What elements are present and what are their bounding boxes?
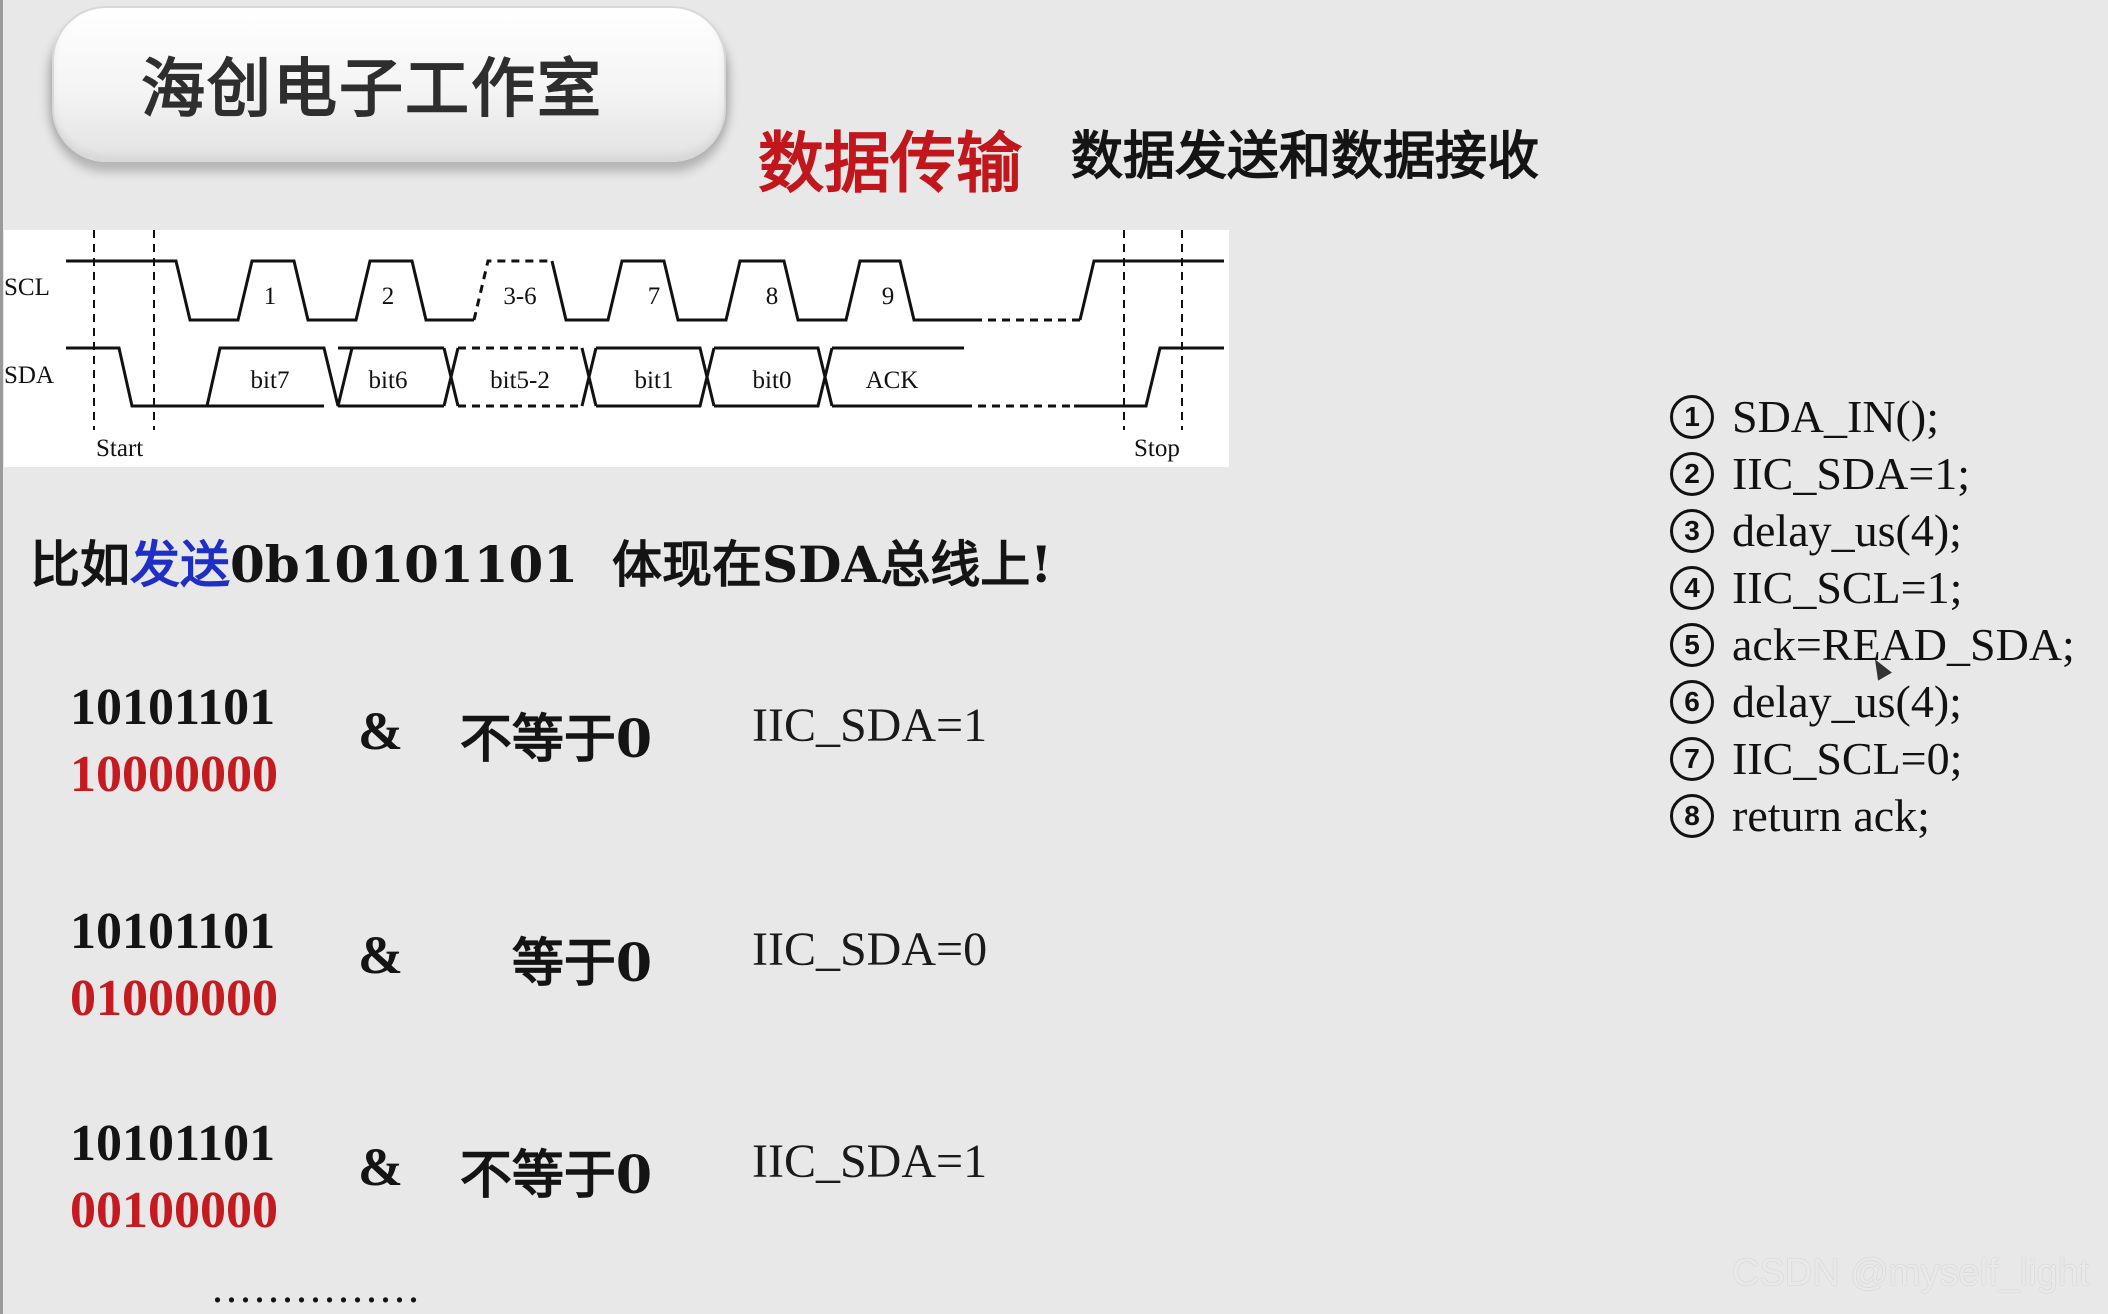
row-operator: & (358, 1137, 403, 1197)
sda-bit-label: bit1 (635, 367, 674, 394)
sda-label: SDA (4, 362, 54, 389)
title-card-text: 海创电子工作室 (141, 53, 603, 127)
example-reflect: 体现在SDA总线上! (612, 535, 1053, 594)
row-operator: & (358, 701, 403, 761)
step-code: ack=READ_SDA; (1732, 619, 2075, 670)
sda-bit-label: bit7 (251, 367, 290, 394)
row-data-value: 10101101 (70, 1115, 276, 1172)
scl-clock-label: 7 (648, 283, 661, 310)
step-code: delay_us(4); (1732, 676, 1962, 727)
example-verb: 发送 (130, 535, 230, 594)
row-operator: & (358, 925, 403, 985)
step-code: IIC_SDA=1; (1732, 448, 1971, 499)
scl-clock-label: 1 (264, 283, 277, 310)
row-mask-value: 00100000 (70, 1182, 278, 1239)
code-step: 7 IIC_SCL=0; (1670, 732, 1962, 785)
example-prefix: 比如 (30, 535, 130, 594)
row-data-value: 10101101 (70, 679, 276, 736)
step-number-icon: 1 (1670, 395, 1714, 440)
row-mask-value: 01000000 (70, 970, 278, 1027)
row-result: IIC_SDA=1 (752, 699, 988, 752)
scl-clock-label: 8 (766, 283, 779, 310)
example-send-line: 比如发送0b10101101 (30, 525, 578, 597)
step-number-icon: 4 (1670, 566, 1714, 611)
row-data-value: 10101101 (70, 903, 276, 960)
title-card: 海创电子工作室 (52, 6, 726, 162)
left-border (0, 0, 3, 1314)
sda-bit-label: bit0 (753, 367, 792, 394)
scl-clock-label: 9 (882, 283, 895, 310)
step-code: IIC_SCL=1; (1732, 562, 1963, 613)
scl-label: SCL (4, 274, 50, 301)
row-condition: 不等于0 (459, 1145, 652, 1206)
step-code: SDA_IN(); (1732, 391, 1939, 442)
code-step: 6 delay_us(4); (1670, 675, 1962, 728)
sda-bit-label: ACK (866, 367, 919, 394)
code-step: 4 IIC_SCL=1; (1670, 561, 1962, 614)
row-result: IIC_SDA=0 (752, 923, 988, 976)
code-step: 5 ack=READ_SDA; (1670, 618, 2075, 671)
step-number-icon: 6 (1670, 680, 1714, 725)
row-condition: 不等于0 (459, 709, 652, 770)
row-result: IIC_SDA=1 (752, 1135, 988, 1188)
watermark: CSDN @myself_light (1732, 1252, 2090, 1294)
step-code: delay_us(4); (1732, 505, 1962, 556)
stop-marker: Stop (1134, 435, 1180, 462)
row-mask-value: 10000000 (70, 746, 278, 803)
heading-main: 数据传输 (758, 124, 1022, 202)
sda-bit-label: bit5-2 (490, 367, 550, 394)
start-marker: Start (96, 435, 143, 462)
ellipsis: ............... (212, 1263, 422, 1312)
code-step: 8 return ack; (1670, 789, 1930, 842)
scl-clock-label: 2 (382, 283, 395, 310)
step-number-icon: 3 (1670, 509, 1714, 554)
code-step: 2 IIC_SDA=1; (1670, 447, 1970, 500)
step-number-icon: 5 (1670, 623, 1714, 668)
timing-diagram: SCL SDA 1 2 3-6 7 8 9 bit7 bit6 bit5-2 b… (4, 230, 1229, 467)
code-step: 3 delay_us(4); (1670, 504, 1962, 557)
sda-bit-label: bit6 (369, 367, 408, 394)
step-number-icon: 2 (1670, 452, 1714, 497)
heading-sub: 数据发送和数据接收 (1071, 126, 1540, 187)
step-code: IIC_SCL=0; (1732, 733, 1963, 784)
step-code: return ack; (1732, 790, 1930, 841)
step-number-icon: 7 (1670, 737, 1714, 782)
code-step: 1 SDA_IN(); (1670, 390, 1939, 443)
step-number-icon: 8 (1670, 794, 1714, 839)
row-condition: 等于0 (511, 933, 652, 994)
example-value: 0b10101101 (230, 535, 579, 594)
scl-clock-label: 3-6 (503, 283, 536, 310)
